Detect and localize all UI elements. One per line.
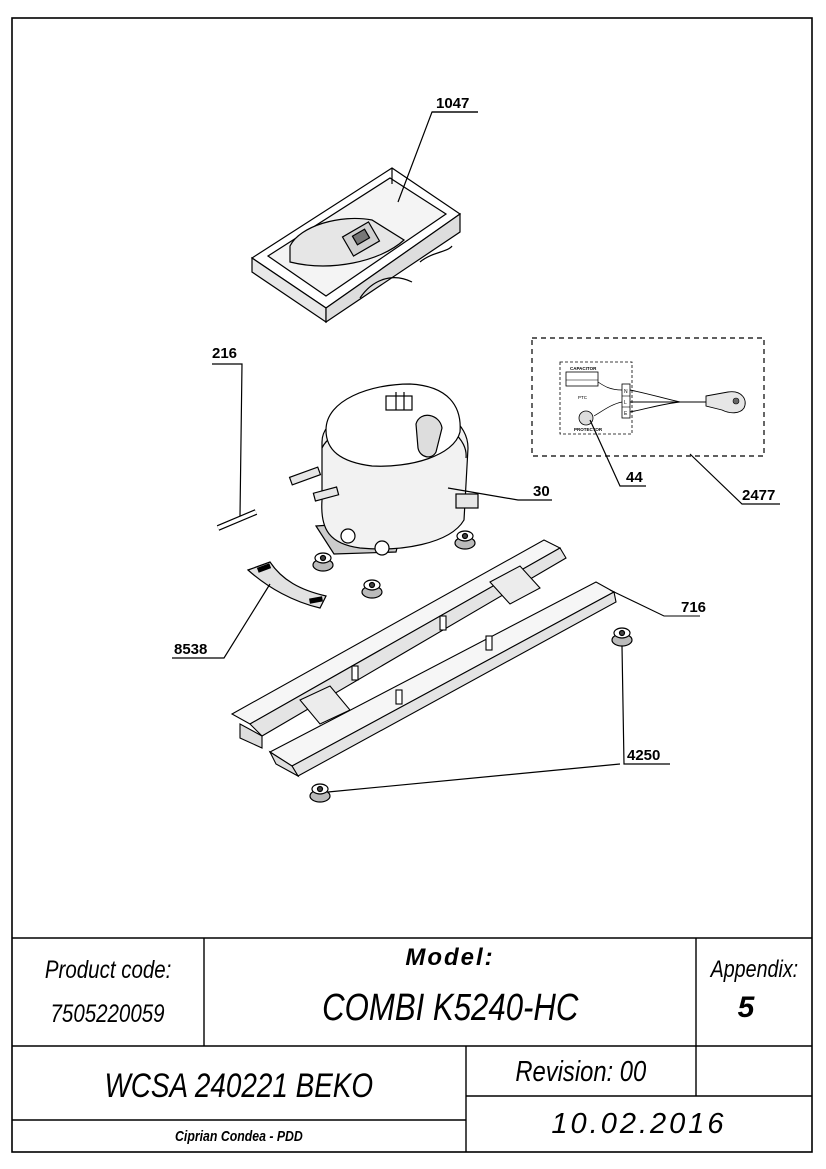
callout-2477: 2477 <box>742 487 775 504</box>
appendix-label: Appendix: <box>710 956 798 983</box>
terminal-l: L <box>624 400 627 406</box>
callout-1047: 1047 <box>436 95 469 112</box>
sheet-border <box>11 17 813 1153</box>
clip-part <box>172 561 327 659</box>
grommet <box>312 552 334 572</box>
schematic-capacitor-label: CAPACITOR <box>570 366 597 371</box>
revision: Revision: 00 <box>515 1055 647 1088</box>
terminal-n: N <box>624 389 628 395</box>
callout-44: 44 <box>626 469 643 486</box>
title-block-grid <box>12 937 812 1152</box>
compressor-part <box>288 383 552 556</box>
product-code-value: 7505220059 <box>50 999 166 1028</box>
rod-part <box>212 363 258 531</box>
date: 10.02.2016 <box>551 1107 727 1140</box>
grommet <box>361 579 383 599</box>
model-label: Model: <box>405 944 495 971</box>
cover-tray-part <box>250 167 462 324</box>
author: Ciprian Condea - PDD <box>175 1127 303 1145</box>
schematic-protector-label: PROTECTOR <box>574 427 603 432</box>
appendix-value: 5 <box>737 991 755 1024</box>
callout-216: 216 <box>212 345 237 362</box>
schematic-ptc-label: PTC <box>578 395 588 400</box>
callout-8538: 8538 <box>174 641 207 658</box>
mounting-rail-part <box>230 539 700 778</box>
terminal-e: E <box>624 411 628 417</box>
model-value: COMBI K5240-HC <box>321 986 579 1029</box>
grommet-set <box>312 530 476 599</box>
document-id: WCSA 240221 BEKO <box>104 1066 374 1105</box>
callout-716: 716 <box>681 599 706 616</box>
callout-4250: 4250 <box>627 747 660 764</box>
callout-30: 30 <box>533 483 550 500</box>
grommet-4250-part <box>309 627 670 803</box>
product-code-label: Product code: <box>44 955 172 984</box>
grommet <box>454 530 476 550</box>
wiring-kit-box <box>531 337 780 505</box>
